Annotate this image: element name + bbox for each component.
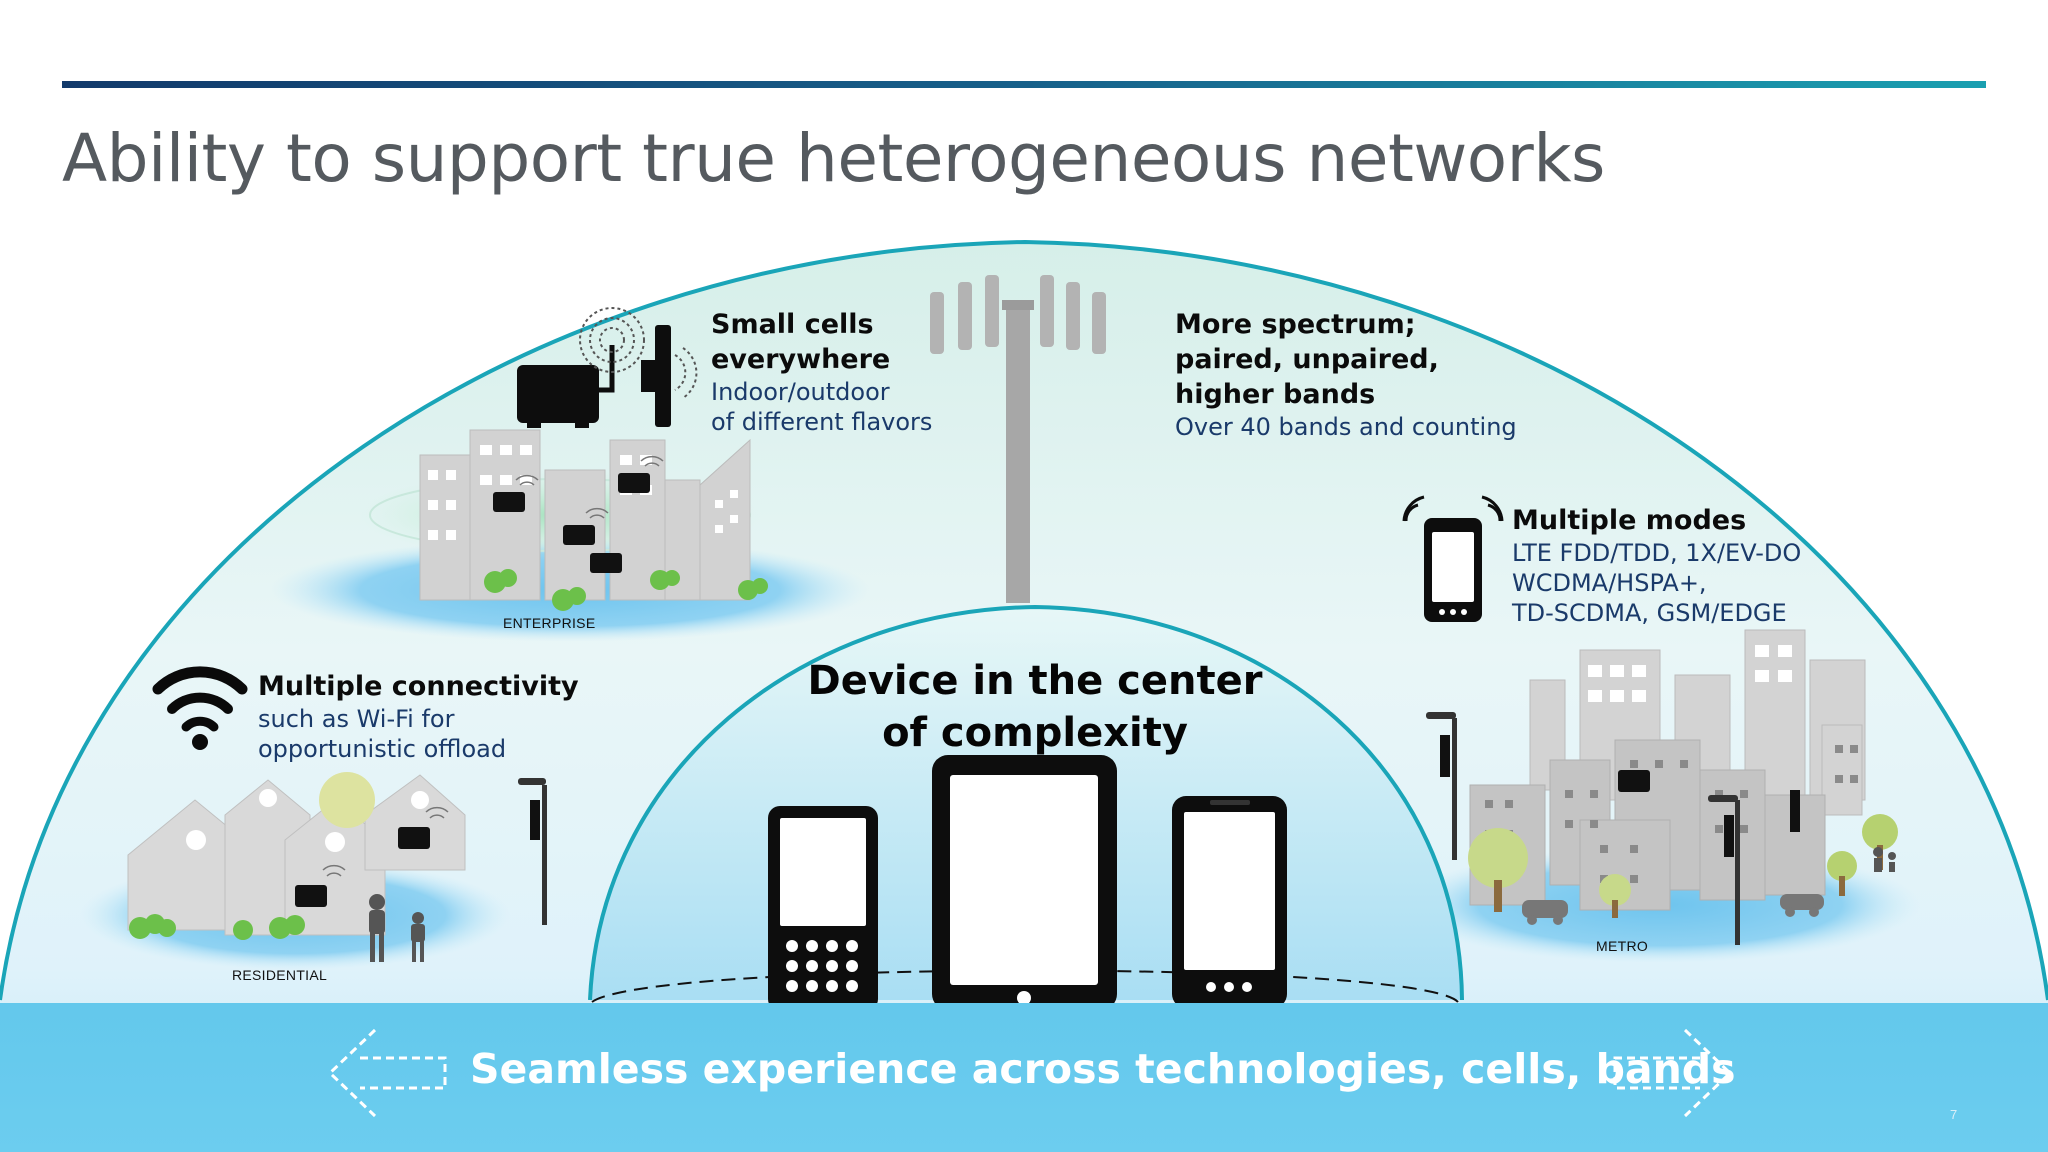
connectivity-sub-1: such as Wi-Fi for xyxy=(258,705,455,733)
top-accent-bar xyxy=(62,81,1986,88)
device-heading-line-2: of complexity xyxy=(882,710,1188,756)
smartphone-icon xyxy=(1172,796,1287,1008)
device-heading-line-1: Device in the center xyxy=(807,658,1263,704)
spectrum-heading-1: More spectrum; xyxy=(1175,309,1416,340)
spectrum-sub-1: Over 40 bands and counting xyxy=(1175,413,1517,441)
outer-dome-outline xyxy=(0,239,2048,1001)
modes-sub-3: TD-SCDMA, GSM/EDGE xyxy=(1512,599,1787,627)
tablet-icon xyxy=(932,755,1117,1010)
modes-sub-2: WCDMA/HSPA+, xyxy=(1512,569,1707,597)
arrow-right-icon xyxy=(1613,1028,1733,1118)
modes-heading: Multiple modes xyxy=(1512,505,1747,536)
callout-spectrum: More spectrum; paired, unpaired, higher … xyxy=(1175,307,1517,442)
small-cells-heading-1: Small cells xyxy=(711,309,874,340)
small-cells-heading-2: everywhere xyxy=(711,344,891,375)
spectrum-heading-3: higher bands xyxy=(1175,379,1376,410)
callout-modes: Multiple modes LTE FDD/TDD, 1X/EV-DO WCD… xyxy=(1512,503,1801,628)
residential-label: RESIDENTIAL xyxy=(232,967,328,983)
arrow-left-icon xyxy=(327,1028,447,1118)
enterprise-label: ENTERPRISE xyxy=(503,615,596,631)
slide-title: Ability to support true heterogeneous ne… xyxy=(62,120,1605,197)
spectrum-heading-2: paired, unpaired, xyxy=(1175,344,1439,375)
seamless-experience-text: Seamless experience across technologies,… xyxy=(470,1045,1736,1093)
metro-zone xyxy=(1400,629,1920,963)
wifi-icon xyxy=(152,666,248,750)
inner-dome-outline xyxy=(588,604,1464,1001)
connectivity-heading: Multiple connectivity xyxy=(258,671,579,702)
modes-sub-1: LTE FDD/TDD, 1X/EV-DO xyxy=(1512,539,1802,567)
small-cells-sub-1: Indoor/outdoor xyxy=(711,378,890,406)
callout-connectivity: Multiple connectivity such as Wi-Fi for … xyxy=(258,669,579,764)
connectivity-sub-2: opportunistic offload xyxy=(258,735,507,763)
cell-tower-icon xyxy=(930,275,1106,603)
small-cells-sub-2: of different flavors xyxy=(711,408,933,436)
residential-zone xyxy=(80,772,547,970)
small-cell-icon xyxy=(517,307,698,428)
phone-icon xyxy=(1402,495,1504,622)
bottom-band xyxy=(0,1003,2048,1152)
feature-phone-icon xyxy=(768,806,878,1011)
callout-small-cells: Small cells everywhere Indoor/outdoor of… xyxy=(711,307,932,437)
device-center-heading: Device in the center of complexity xyxy=(790,655,1280,759)
enterprise-zone xyxy=(270,429,870,642)
page-number: 7 xyxy=(1950,1107,1958,1122)
metro-label: METRO xyxy=(1596,938,1649,954)
